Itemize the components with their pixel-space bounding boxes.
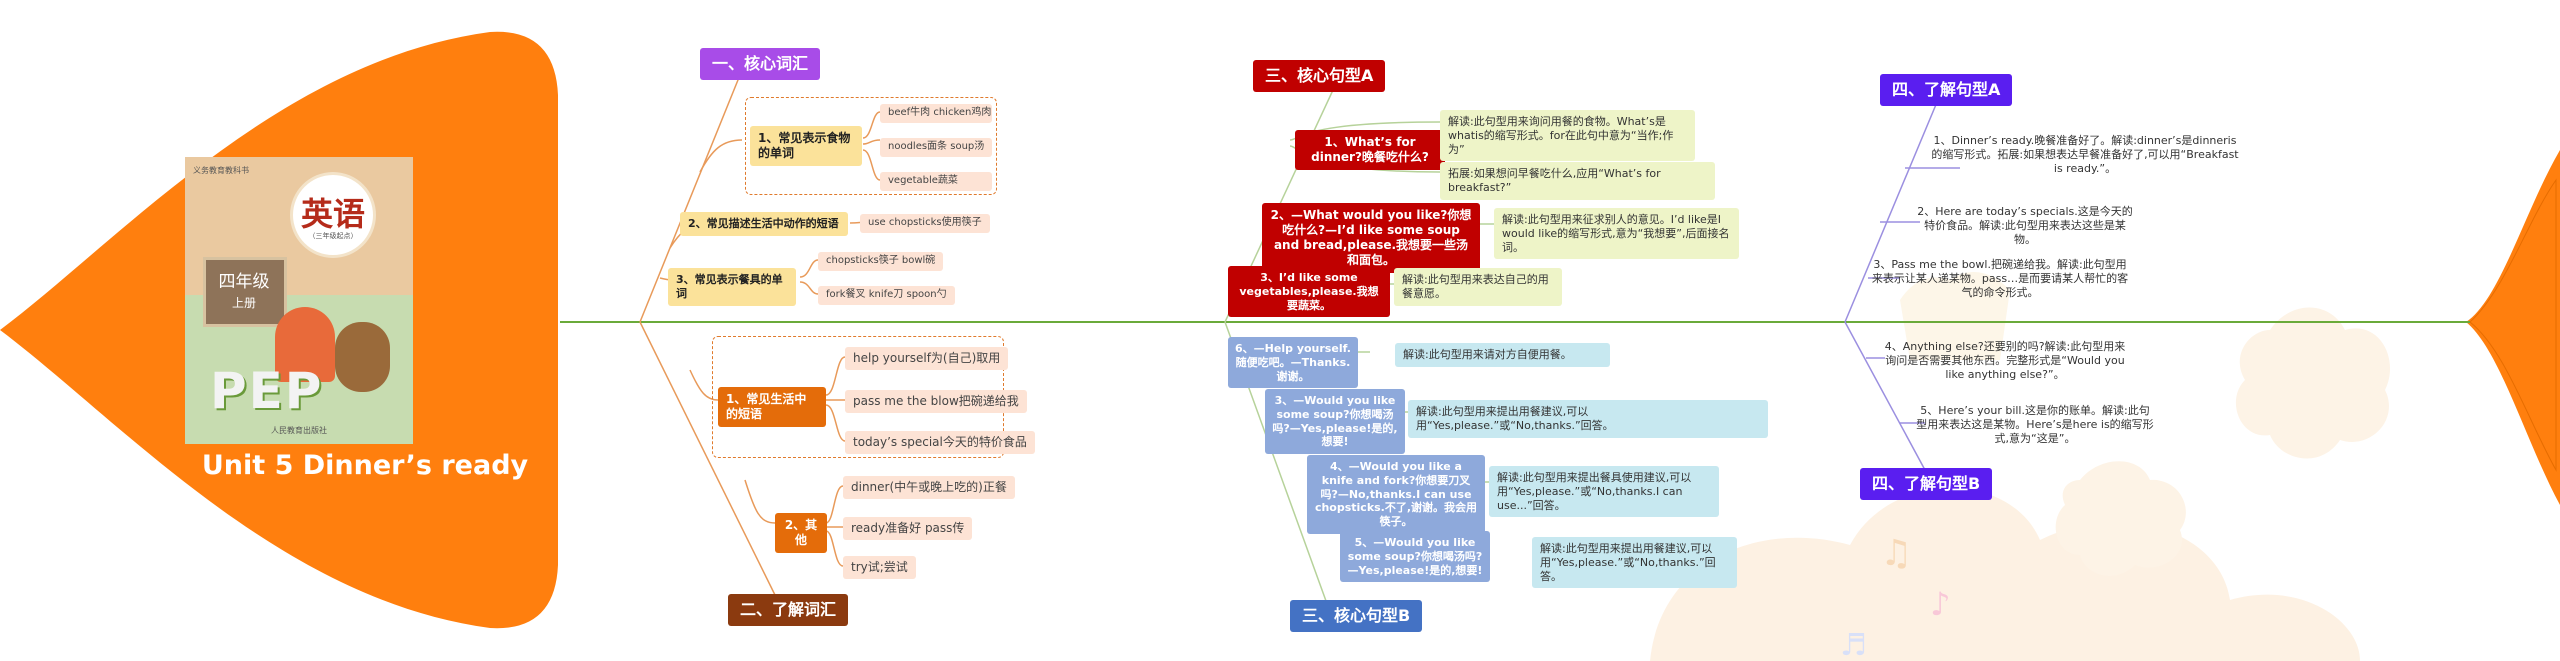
core-sent-b-note: 解读:此句型用来请对方自便用餐。	[1395, 343, 1610, 367]
core-sent-a-note: 解读:此句型用来征求别人的意见。I’d like是I would like的缩写…	[1494, 208, 1739, 260]
core-vocab-tableware-item: chopsticks筷子 bowl碗	[818, 252, 944, 271]
background-castle	[1900, 272, 2010, 360]
know-vocab-phrases-group[interactable]: 1、常见生活中的短语	[718, 387, 826, 427]
group-frame	[745, 97, 997, 195]
know-sent-a-item: 1、Dinner’s ready.晚餐准备好了。解读:dinner’s是dinn…	[1931, 134, 2239, 175]
connector	[799, 259, 819, 278]
cover-title-badge	[293, 175, 373, 255]
connector	[825, 356, 846, 396]
category-know-vocab[interactable]: 二、了解词汇	[728, 594, 849, 626]
cover-title: 英语	[300, 195, 365, 233]
core-sent-a-note: 拓展:如果想问早餐吃什么,应用“What’s for breakfast?”	[1440, 162, 1715, 200]
connector	[825, 530, 844, 567]
know-vocab-other-group[interactable]: 2、其他	[775, 513, 827, 553]
know-vocab-phrase-item: pass me the blow把碗递给我	[845, 390, 1027, 413]
core-sent-b-note: 解读:此句型用来提出用餐建议,可以用“Yes,please.”或“No,than…	[1408, 400, 1768, 438]
category-core-sent-b[interactable]: 三、核心句型B	[1290, 600, 1423, 632]
connector	[862, 111, 881, 139]
category-core-vocab[interactable]: 一、核心词汇	[700, 48, 821, 80]
root-title: Unit 5 Dinner’s ready	[201, 450, 529, 481]
core-sent-b-item[interactable]: 6、—Help yourself.随便吃吧。—Thanks.谢谢。	[1228, 337, 1358, 389]
cover-volume: 上册	[231, 296, 256, 310]
connector	[744, 479, 776, 524]
connector	[689, 369, 719, 401]
background-tree	[2235, 307, 2391, 459]
fish-tail-inner-shape	[2469, 178, 2557, 472]
know-vocab-phrase-item: help yourself为(自己)取用	[845, 347, 1009, 370]
background-tree	[2055, 461, 2186, 576]
textbook-cover: 义务教育教科书 英语 （三年级起点） 四年级 上册 PEP 人民教育出版社	[185, 157, 413, 444]
core-sent-b-item[interactable]: 3、—Would you like some soup?你想喝汤吗?—Yes,p…	[1265, 389, 1405, 454]
connector	[862, 139, 881, 145]
cover-pep: PEP	[210, 362, 324, 420]
music-note-icon: ♪	[1930, 585, 1950, 623]
connector	[799, 281, 819, 295]
core-vocab-action-group[interactable]: 2、常见描述生活中动作的短语	[680, 212, 848, 236]
cover-series: 义务教育教科书	[193, 166, 249, 175]
branch-know-vocab-line	[639, 321, 776, 596]
core-vocab-action-item: use chopsticks使用筷子	[860, 214, 990, 233]
cover-illustration-bear	[335, 322, 390, 392]
know-vocab-other-item: try试;尝试	[843, 556, 916, 579]
connector	[825, 404, 846, 442]
connector	[825, 485, 844, 524]
core-vocab-tableware-group[interactable]: 3、常见表示餐具的单词	[668, 268, 796, 306]
branch-know-sent-b-line	[1844, 321, 1926, 471]
branch-know-sent-a-line	[1844, 94, 1941, 323]
core-vocab-food-item: vegetable蔬菜	[880, 172, 992, 191]
core-sent-a-item[interactable]: 1、What’s for dinner?晚餐吃什么?	[1295, 130, 1445, 170]
music-note-icon: ♬	[1840, 628, 1867, 661]
know-sent-b-item: 5、Here’s your bill.这是你的账单。解读:此句型用来表达这是某物…	[1916, 404, 2154, 445]
music-note-icon: ♫	[1880, 533, 1912, 574]
cover-illustration-girl	[275, 307, 335, 382]
branch-core-vocab-line	[639, 74, 741, 323]
core-sent-b-note: 解读:此句型用来提出用餐建议,可以用“Yes,please.”或“No,than…	[1532, 537, 1737, 589]
know-vocab-other-item: dinner(中午或晚上吃的)正餐	[843, 476, 1015, 499]
know-sent-a-item: 3、Pass me the bowl.把碗递给我。解读:此句型用来表示让某人递某…	[1871, 258, 2129, 299]
cover-grade-board	[203, 257, 287, 327]
category-know-sent-a[interactable]: 四、了解句型A	[1880, 74, 2013, 106]
category-know-sent-b[interactable]: 四、了解句型B	[1860, 468, 1993, 500]
connector	[862, 149, 881, 181]
know-sent-a-item: 2、Here are today’s specials.这是今天的特价食品。解读…	[1917, 205, 2133, 246]
know-vocab-phrase-item: today’s special今天的特价食品	[845, 431, 1035, 454]
core-sent-a-item[interactable]: 3、I’d like some vegetables,please.我想要蔬菜。	[1228, 266, 1390, 318]
cover-edition: （三年级起点）	[308, 232, 358, 240]
core-vocab-tableware-item: fork餐叉 knife刀 spoon勺	[818, 286, 955, 305]
core-vocab-food-item: beef牛肉 chicken鸡肉	[880, 104, 992, 123]
category-core-sent-a[interactable]: 三、核心句型A	[1253, 60, 1386, 92]
core-sent-b-item[interactable]: 5、—Would you like some soup?你想喝汤吗?—Yes,p…	[1340, 531, 1490, 583]
cover-publisher: 人民教育出版社	[271, 426, 327, 435]
core-vocab-food-item: noodles面条 soup汤	[880, 138, 992, 157]
cover-grade: 四年级	[218, 272, 270, 292]
core-sent-b-note: 解读:此句型用来提出餐具使用建议,可以用“Yes,please.”或“No,th…	[1489, 466, 1719, 518]
connector	[699, 139, 743, 173]
know-vocab-other-item: ready准备好 pass传	[843, 517, 973, 540]
core-sent-a-note: 解读:此句型用来表达自己的用餐意愿。	[1394, 268, 1562, 306]
core-sent-b-item[interactable]: 4、—Would you like a knife and fork?你想要刀叉…	[1307, 455, 1485, 534]
core-sent-a-item[interactable]: 2、—What would you like?你想吃什么?—I’d like s…	[1262, 203, 1480, 273]
background-cloud	[1650, 488, 2360, 661]
core-vocab-food-group[interactable]: 1、常见表示食物的单词	[750, 126, 862, 166]
know-sent-b-item: 4、Anything else?还要别的吗?解读:此句型用来询问是否需要其他东西…	[1884, 340, 2126, 381]
core-sent-a-note: 解读:此句型用来询问用餐的食物。What’s是whatis的缩写形式。for在此…	[1440, 110, 1695, 162]
